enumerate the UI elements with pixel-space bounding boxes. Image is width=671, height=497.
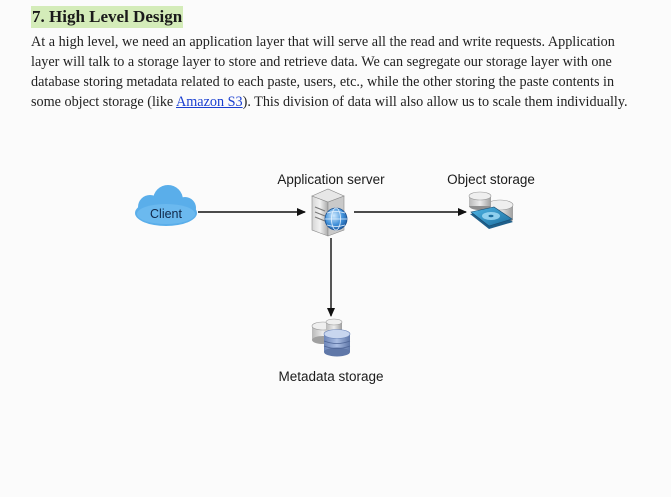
section-heading: 7. High Level Design (31, 6, 184, 28)
client-label: Client (150, 207, 182, 221)
section-paragraph: At a high level, we need an application … (31, 32, 643, 112)
cloud-icon (135, 185, 197, 226)
paragraph-text-start: At a high level, we need an application … (31, 34, 615, 110)
object-storage-label: Object storage (447, 172, 535, 187)
server-globe-icon (311, 188, 348, 237)
storage-disk-icon (468, 191, 514, 229)
app-server-label: Application server (277, 172, 385, 187)
amazon-s3-link[interactable]: Amazon S3 (176, 94, 243, 110)
paragraph-text-end: ). This division of data will also allow… (242, 94, 628, 110)
metadata-storage-label: Metadata storage (278, 369, 383, 384)
database-icon (311, 318, 351, 357)
